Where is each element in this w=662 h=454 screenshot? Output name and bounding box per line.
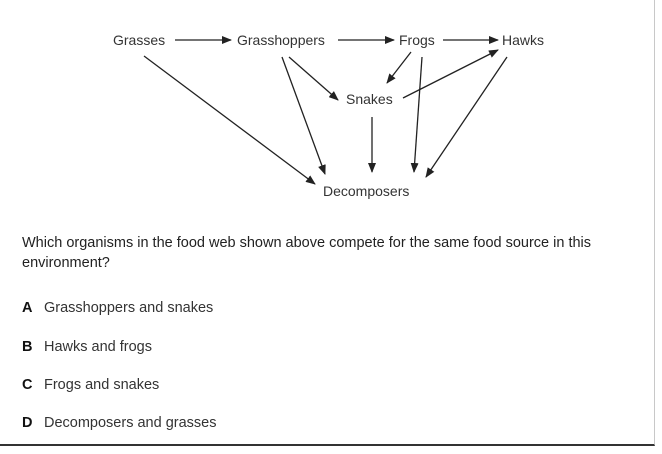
arrow-grasses-decomposers bbox=[143, 55, 316, 185]
option-text: Decomposers and grasses bbox=[44, 415, 217, 431]
option-b[interactable]: B Hawks and frogs bbox=[22, 339, 152, 355]
arrow-grasshoppers-snakes bbox=[288, 56, 339, 101]
option-text: Frogs and snakes bbox=[44, 377, 160, 393]
option-letter: B bbox=[22, 339, 33, 355]
option-c[interactable]: C Frogs and snakes bbox=[22, 377, 159, 393]
option-letter: D bbox=[22, 415, 33, 431]
node-grasses: Grasses bbox=[113, 32, 165, 48]
option-text: Grasshoppers and snakes bbox=[44, 300, 214, 316]
node-snakes: Snakes bbox=[346, 91, 393, 107]
option-a[interactable]: A Grasshoppers and snakes bbox=[22, 300, 213, 316]
question-text: Which organisms in the food web shown ab… bbox=[22, 235, 592, 271]
option-text: Hawks and frogs bbox=[44, 339, 152, 355]
node-decomposers: Decomposers bbox=[323, 183, 409, 199]
arrow-hawks-decomposers bbox=[425, 56, 508, 178]
food-web-diagram: Grasses Grasshoppers Frogs Hawks Snakes … bbox=[113, 32, 544, 199]
arrow-grasshoppers-decomposers bbox=[281, 56, 326, 175]
option-letter: A bbox=[22, 300, 33, 316]
question-frame bbox=[0, 0, 655, 446]
arrow-frogs-decomposers bbox=[410, 56, 423, 173]
option-d[interactable]: D Decomposers and grasses bbox=[22, 415, 216, 431]
option-letter: C bbox=[22, 377, 33, 393]
node-grasshoppers: Grasshoppers bbox=[237, 32, 325, 48]
arrow-frogs-snakes bbox=[386, 51, 412, 84]
arrow-snakes-hawks bbox=[402, 49, 499, 99]
node-hawks: Hawks bbox=[502, 32, 544, 48]
node-frogs: Frogs bbox=[399, 32, 435, 48]
